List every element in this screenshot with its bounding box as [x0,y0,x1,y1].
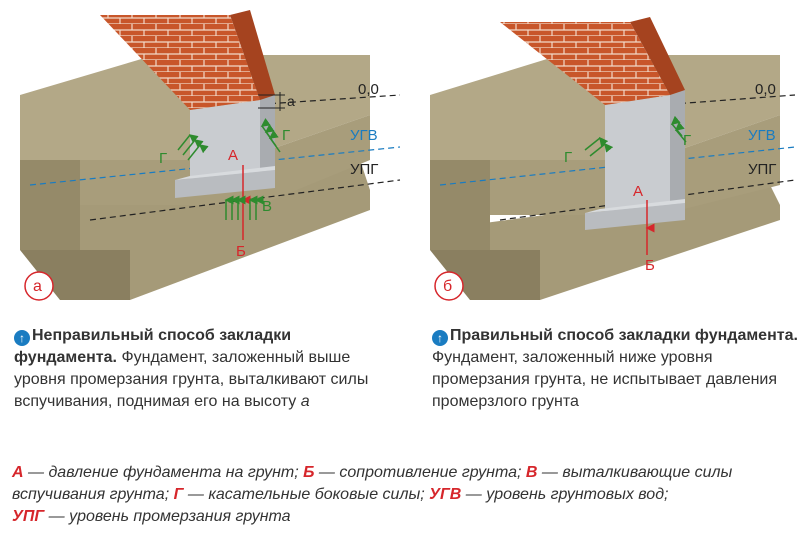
level-zero-label-b: 0,0 [755,81,776,98]
force-G-left-label-b: Г [564,149,572,166]
legend-text: выталкивающие силы вспучивания грунта; [12,464,733,503]
force-G-left-label-a: Г [159,150,167,167]
force-A-label-b: А [633,183,643,200]
legend-text: уровень промерзания грунта [69,508,291,525]
panel-badge-a [24,271,54,301]
force-V-label-a: В [262,198,272,215]
force-A-label-a: А [228,147,238,164]
force-G-left-arrows-a [177,134,209,161]
caption-a-lead: Неправильный способ закладки фундамента. [14,327,292,366]
force-G-right-arrows-b [670,115,687,143]
force-V-arrows-a [224,195,264,220]
ugv-label-b: УГВ [748,127,776,144]
force-G-right-label-a: Г [282,127,290,144]
legend: А — давление фундамента на грунт; Б — со… [12,464,733,525]
legend-text: сопротивление грунта; [339,464,522,481]
panel-label-b: б [443,278,452,295]
force-B-label-b: Б [645,257,655,274]
legend-text: давление фундамента на грунт; [48,464,299,481]
panel-badge-b [434,271,464,301]
panel-label-a: а [33,278,42,295]
legend-key: УГВ [429,486,462,503]
force-G-right-label-b: Г [683,132,691,149]
arrow-up-circle-icon: ↑ [432,330,448,346]
legend-text: касательные боковые силы; [208,486,425,503]
legend-text: уровень грунтовых вод; [486,486,669,503]
upg-label-b: УПГ [748,161,776,178]
panel-b: 0,0 УГВ УПГ А Б Г Г б [430,17,796,301]
foundation-b [500,17,685,230]
level-zero-label-a: 0,0 [358,81,379,98]
legend-key: Б [303,464,315,481]
caption-b-body: Фундамент, заложенный ниже уровня промер… [432,349,778,410]
upg-line-a [89,179,401,221]
caption-a-var: a [300,393,310,410]
caption-a: ↑Неправильный способ закладки фундамента… [14,325,384,413]
upg-label-a: УПГ [350,161,378,178]
caption-b: ↑Правильный способ закладки фундамента. … [432,325,800,413]
ugv-label-a: УГВ [350,127,378,144]
caption-a-body: Фундамент, заложенный выше уровня промер… [14,349,369,410]
caption-b-lead: Правильный способ закладки фундамента. [450,327,798,344]
legend-key: УПГ [12,508,45,525]
foundation-diagram: а 0,0 УГВ УПГ А Б В Г Г а [20,10,796,301]
legend-key: Г [173,486,184,503]
foundation-a [100,10,275,198]
force-B-label-a: Б [236,243,246,260]
arrow-up-circle-icon: ↑ [14,330,30,346]
panel-a: а 0,0 УГВ УПГ А Б В Г Г а [20,10,401,301]
legend-key: В [525,464,538,481]
force-G-left-arrows-b [584,136,614,157]
legend-key: А [12,464,24,481]
heave-height-label-a: а [287,93,295,109]
force-G-right-arrows-a [260,117,281,153]
